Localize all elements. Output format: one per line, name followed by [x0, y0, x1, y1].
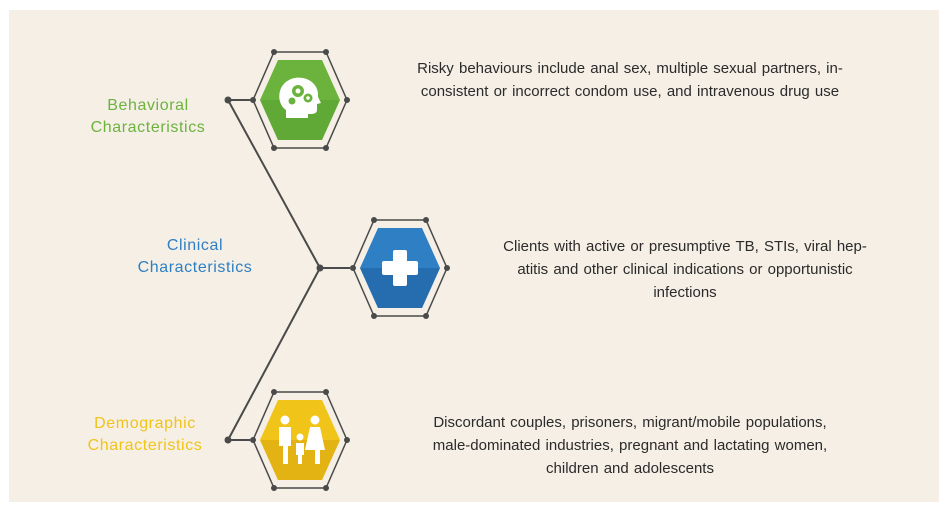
- clinical-label-line-2: Characteristics: [137, 259, 253, 276]
- demographic-label-line-2: Characteristics: [87, 437, 203, 454]
- behavioral-label-line-1: Behavioral: [107, 97, 189, 114]
- family-icon: [279, 415, 325, 464]
- demographic-category-label: Demographic Characteristics: [65, 413, 225, 457]
- connector-upper-diagonal: [227, 99, 321, 269]
- connector-node: [224, 96, 232, 104]
- behavioral-hexagon: [250, 49, 350, 151]
- connector-node: [316, 264, 324, 272]
- behavioral-label-line-2: Characteristics: [90, 119, 206, 136]
- clinical-category-label: Clinical Characteristics: [115, 235, 275, 279]
- medical-cross-icon: [382, 250, 418, 286]
- head-gears-icon: [279, 77, 321, 118]
- diagram-panel: [9, 10, 939, 502]
- demographic-description: Discordant couples, prisoners, migrant/m…: [360, 411, 900, 480]
- clinical-hexagon: [350, 217, 450, 319]
- demographic-label-line-1: Demographic: [94, 415, 196, 432]
- behavioral-description: Risky behaviours include anal sex, multi…: [360, 57, 900, 103]
- behavioral-description-line: Risky behaviours include anal sex, multi…: [417, 60, 843, 77]
- demographic-description-line: Discordant couples, prisoners, migrant/m…: [433, 414, 827, 431]
- clinical-label-line-1: Clinical: [166, 237, 224, 254]
- clinical-description-line: atitis and other clinical indications or…: [517, 261, 853, 278]
- clinical-description-line: infections: [653, 284, 717, 301]
- demographic-description-line: male-dominated industries, pregnant and …: [432, 437, 828, 454]
- demographic-description-line: children and adolescents: [546, 460, 714, 477]
- connector-node: [224, 436, 232, 444]
- behavioral-category-label: Behavioral Characteristics: [68, 95, 228, 139]
- behavioral-description-line: consistent or incorrect condom use, and …: [420, 83, 840, 100]
- connector-lower-diagonal: [227, 267, 321, 441]
- clinical-description-line: Clients with active or presumptive TB, S…: [503, 238, 867, 255]
- clinical-description: Clients with active or presumptive TB, S…: [455, 235, 915, 304]
- demographic-hexagon: [250, 389, 350, 491]
